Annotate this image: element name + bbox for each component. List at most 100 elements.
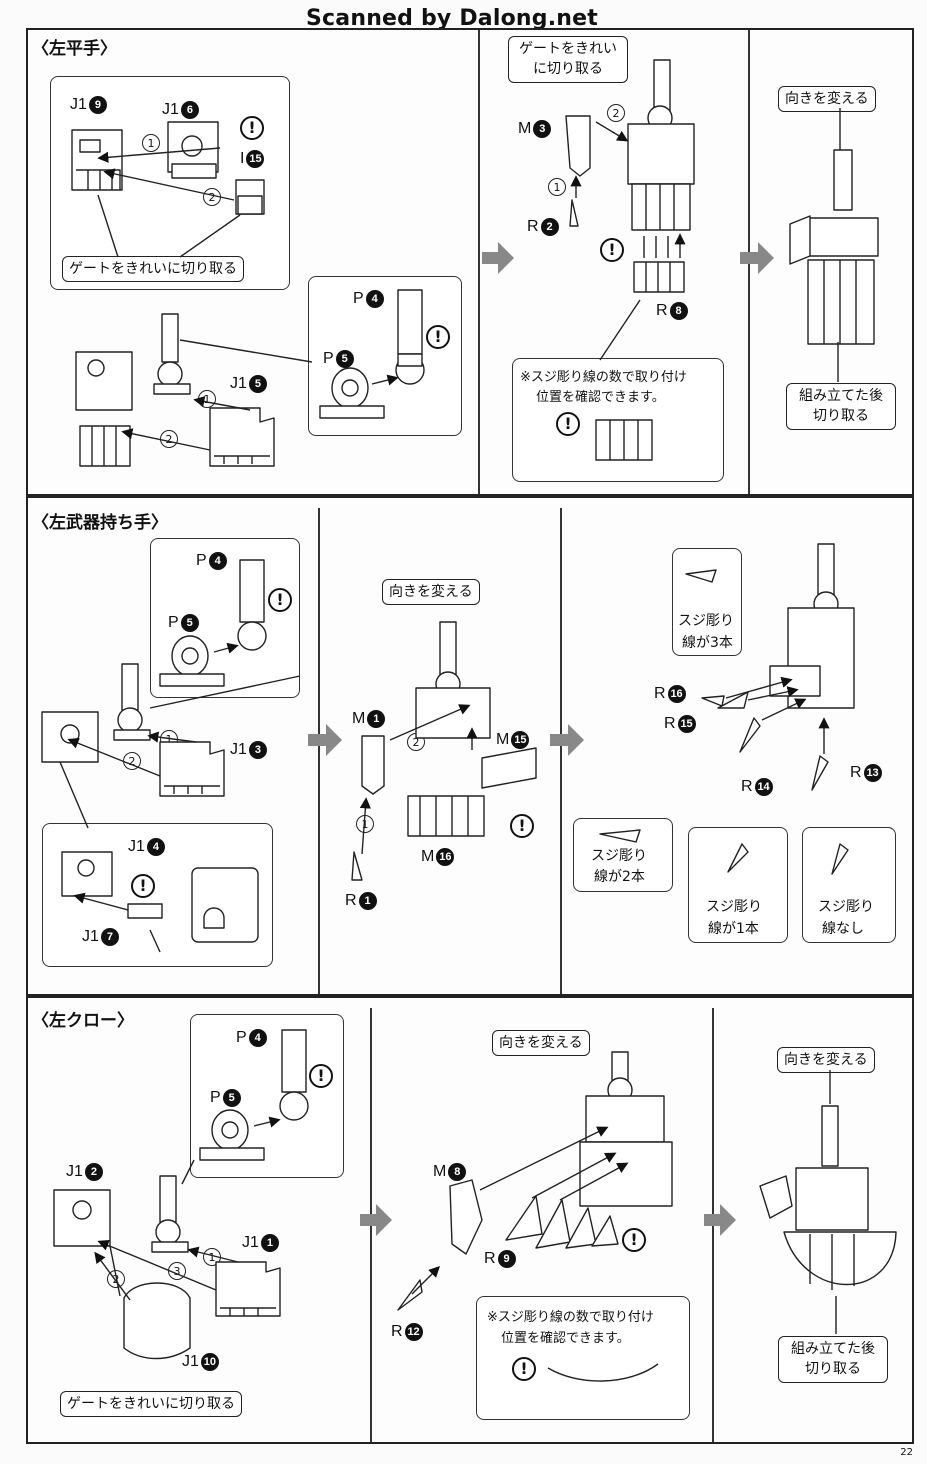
suji-2-line: スジ彫り: [591, 848, 647, 864]
finger-preview: [727, 843, 749, 873]
caution-icon: !: [131, 874, 155, 898]
assemble-cut-callout: 組み立てた後 切り取る: [786, 383, 896, 430]
suji-2-line: 線が2本: [594, 869, 645, 885]
callout-line: 組み立てた後: [799, 388, 883, 404]
step-divider: [560, 508, 562, 994]
suji-0-line: スジ彫り: [818, 899, 874, 915]
assembled-flat-hand: [789, 149, 879, 345]
section-title: 〈左平手〉: [32, 39, 117, 59]
part-i-15: [235, 179, 265, 215]
part-p-5: [159, 635, 225, 687]
part-r-12: [397, 1279, 423, 1311]
part-m-15: [481, 747, 537, 789]
part-m-16: [407, 795, 485, 837]
finger-r-13: [811, 755, 829, 791]
step-1-marker: 1: [142, 134, 160, 152]
part-p-4: [237, 559, 267, 651]
part-m-3: [565, 115, 591, 177]
finger-r-16: [701, 695, 725, 707]
suji-2-box: [573, 818, 673, 892]
gate-clean-callout: ゲートをきれいに切り取る: [60, 1391, 242, 1418]
change-direction-callout: 向きを変える: [492, 1030, 590, 1057]
part-j1-3: [159, 741, 225, 797]
suji-3-line: 線が3本: [682, 635, 733, 651]
caution-icon: !: [600, 238, 624, 262]
caution-icon: !: [622, 1228, 646, 1252]
hand-frame: [415, 621, 491, 739]
step-2-marker: 2: [607, 104, 625, 122]
assemble-cut-callout: 組み立てた後 切り取る: [778, 1336, 888, 1383]
suji-0-line: 線なし: [822, 921, 864, 937]
claw-fingers-r-9: [505, 1195, 619, 1249]
scan-watermark: Scanned by Dalong.net: [306, 6, 598, 31]
callout-line: 切り取る: [813, 408, 869, 425]
step-2-marker: 2: [160, 430, 178, 448]
part-j1-5: [209, 407, 275, 467]
palm-part-j1-9: [71, 129, 123, 191]
callout-line: 組み立てた後: [791, 1341, 875, 1357]
part-j1-4: [61, 851, 113, 897]
finger-tips-r-8: [633, 261, 685, 293]
callout-line: 切り取る: [805, 1361, 861, 1378]
change-direction-callout: 向きを変える: [382, 579, 480, 606]
step-1-marker: 1: [548, 178, 566, 196]
step-2-marker: 2: [203, 188, 221, 206]
caution-icon: !: [512, 1357, 536, 1381]
finger-tips-preview: [595, 419, 653, 461]
suji-3-box: [672, 548, 742, 656]
step-divider: [478, 30, 480, 494]
step-divider: [318, 508, 320, 994]
caution-icon: !: [240, 116, 264, 140]
part-m-8: [449, 1179, 483, 1255]
palm-part-j1-6: [167, 121, 219, 179]
part-p-4: [279, 1029, 309, 1121]
finger-preview: [831, 843, 849, 875]
part-m-1: [361, 735, 385, 795]
hand-frame: [627, 59, 695, 231]
suji-note-line: ※スジ彫り線の数で取り付け: [487, 1310, 654, 1325]
wrist-joint: [113, 663, 151, 741]
callout-line: に切り取る: [533, 61, 603, 78]
suji-note-line: 位置を確認できます。: [501, 1331, 630, 1346]
suji-0-box: [802, 827, 896, 943]
claw-part-j1-10: [123, 1282, 191, 1360]
suji-note-box: [476, 1296, 690, 1420]
change-direction-callout: 向きを変える: [778, 86, 876, 113]
assembled-claw-hand: [759, 1105, 897, 1290]
wrist-joint: [153, 313, 191, 395]
caution-icon: !: [426, 325, 450, 349]
section-title: 〈左クロー〉: [32, 1011, 134, 1031]
finger-preview: [599, 829, 641, 843]
part-p-5: [319, 367, 385, 419]
claw-tips-preview: [547, 1363, 659, 1382]
section-title: 〈左武器持ち手〉: [32, 513, 168, 533]
change-direction-callout: 向きを変える: [777, 1047, 875, 1074]
caution-icon: !: [309, 1064, 333, 1088]
suji-note-line: 位置を確認できます。: [536, 390, 665, 405]
detail-callout-box: [191, 867, 259, 943]
claw-hand-assembly: [579, 1141, 673, 1207]
palm-assembly: [75, 351, 133, 467]
